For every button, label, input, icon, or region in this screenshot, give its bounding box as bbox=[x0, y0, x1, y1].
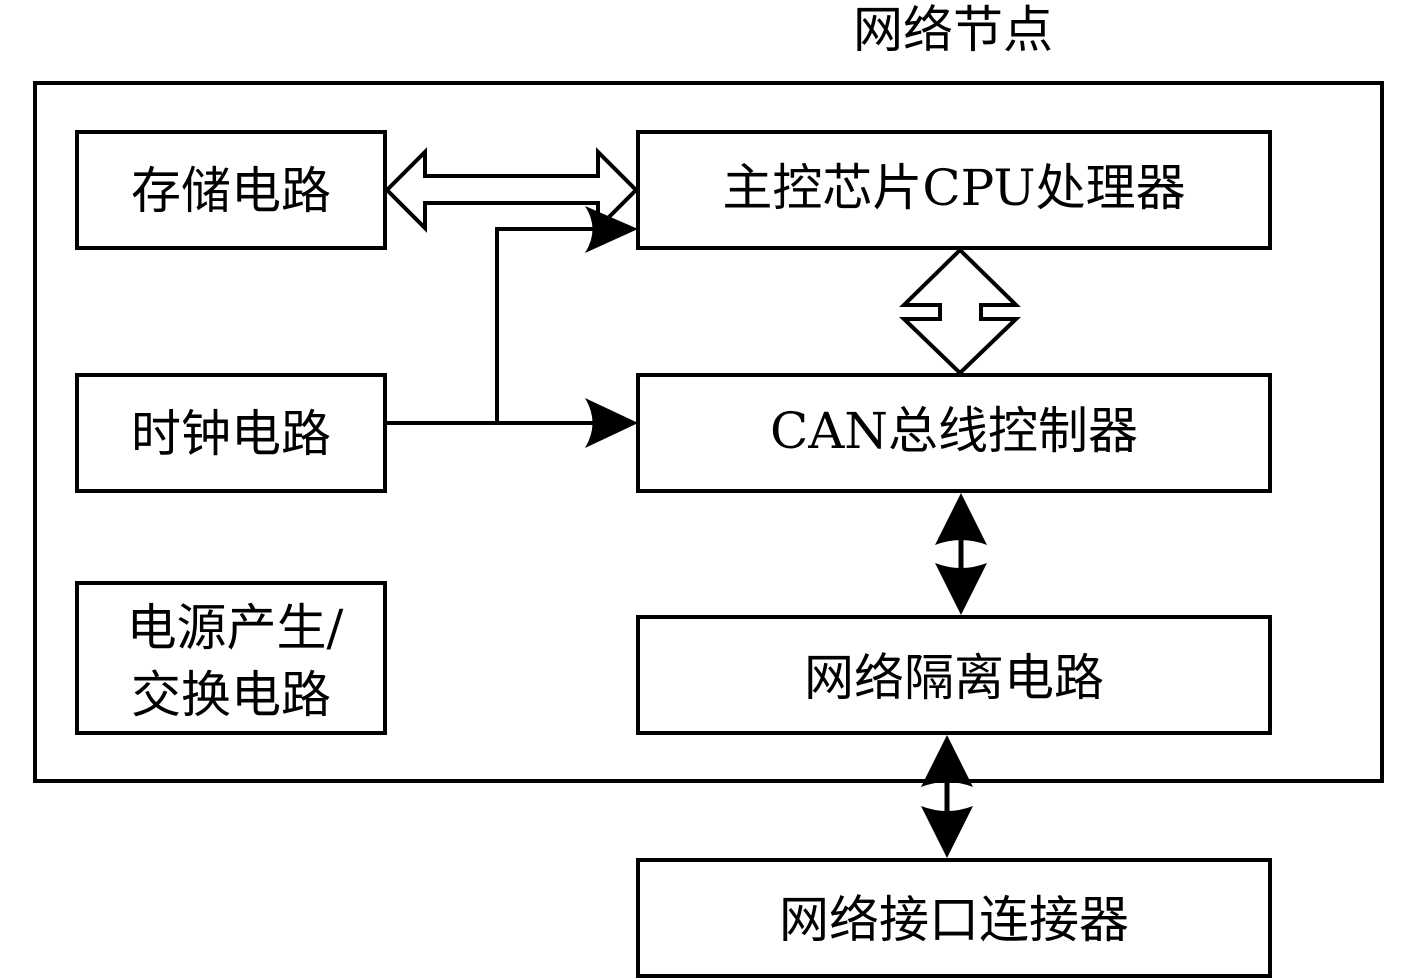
clock-to-cpu-arrowhead bbox=[585, 206, 638, 253]
can-controller-label: CAN总线控制器 bbox=[770, 402, 1138, 460]
isolation-circuit-label: 网络隔离电路 bbox=[804, 649, 1104, 707]
arrowhead-up bbox=[935, 493, 987, 545]
cpu-block: 主控芯片CPU处理器 bbox=[636, 130, 1272, 250]
can-controller-block: CAN总线控制器 bbox=[636, 373, 1272, 493]
cpu-can-bidirectional-arrow bbox=[899, 247, 1021, 376]
isolation-circuit-block: 网络隔离电路 bbox=[636, 615, 1272, 735]
clock-circuit-block: 时钟电路 bbox=[75, 373, 387, 493]
power-circuit-block: 电源产生/ 交换电路 bbox=[75, 581, 387, 735]
power-circuit-box bbox=[75, 581, 387, 735]
connector-label: 网络接口连接器 bbox=[779, 891, 1129, 949]
network-node-container bbox=[33, 81, 1384, 783]
clock-to-can-arrowhead bbox=[585, 398, 638, 448]
diagram-title: 网络节点 bbox=[853, 1, 1053, 59]
storage-circuit-label: 存储电路 bbox=[131, 162, 331, 220]
arrowhead-down bbox=[935, 563, 987, 615]
power-circuit-label-line1: 电源产生/ bbox=[127, 599, 344, 657]
power-circuit-label-line2: 交换电路 bbox=[131, 666, 331, 724]
storage-circuit-box bbox=[75, 130, 387, 250]
arrowhead-up bbox=[921, 735, 973, 787]
isolation-circuit-box bbox=[636, 615, 1272, 735]
connector-block: 网络接口连接器 bbox=[636, 858, 1272, 978]
clock-circuit-box bbox=[75, 373, 387, 493]
storage-cpu-bidirectional-arrow bbox=[384, 147, 639, 233]
clock-circuit-label: 时钟电路 bbox=[131, 405, 331, 463]
storage-circuit-block: 存储电路 bbox=[75, 130, 387, 250]
isolation-connector-bidirectional-arrow bbox=[921, 735, 973, 858]
arrowhead-down bbox=[921, 806, 973, 858]
cpu-label: 主控芯片CPU处理器 bbox=[722, 159, 1185, 217]
can-isolation-bidirectional-arrow bbox=[935, 493, 987, 615]
clock-to-cpu-line bbox=[387, 227, 600, 425]
connector-box bbox=[636, 858, 1272, 978]
can-controller-box bbox=[636, 373, 1272, 493]
